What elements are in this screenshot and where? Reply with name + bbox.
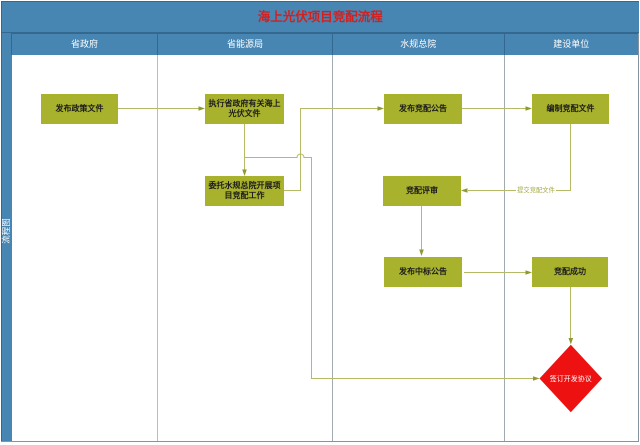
svg-text:签订开发协议: 签订开发协议	[550, 374, 592, 383]
